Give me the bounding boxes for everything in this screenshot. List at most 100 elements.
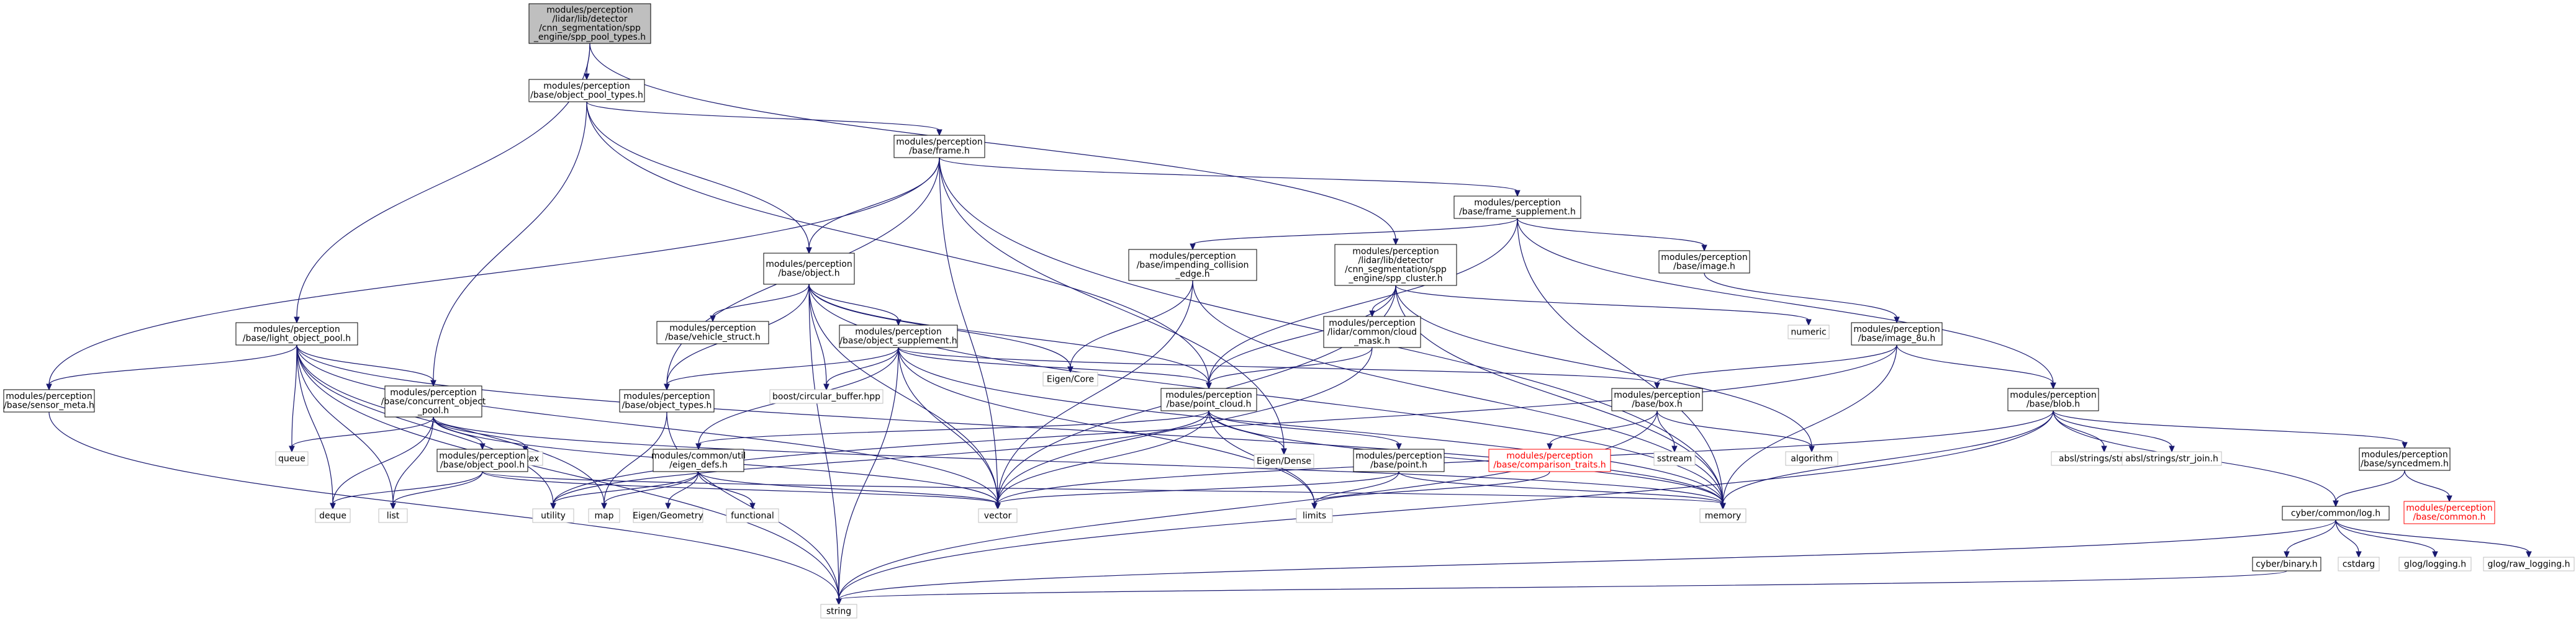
node-eigen-geometry[interactable]: Eigen/Geometry	[633, 508, 703, 523]
node-syncedmem[interactable]: modules/perception/base/syncedmem.h	[2359, 447, 2451, 471]
node-deque[interactable]: deque	[315, 508, 351, 523]
edge-arrowhead	[330, 503, 336, 510]
edge-concurrent_object_pool-to-queue	[291, 416, 434, 447]
node-root[interactable]: modules/perception/lidar/lib/detector/cn…	[528, 3, 651, 44]
node-box	[1323, 316, 1421, 348]
node-point[interactable]: modules/perception/base/point.h	[1353, 449, 1445, 472]
node-cstdarg[interactable]: cstdarg	[2338, 557, 2380, 571]
node-label-line: cyber/common/log.h	[2291, 508, 2380, 518]
node-numeric[interactable]: numeric	[1787, 325, 1830, 339]
node-box	[763, 253, 855, 285]
edge-arrowhead	[1190, 243, 1196, 251]
node-string[interactable]: string	[820, 604, 857, 619]
node-point-cloud[interactable]: modules/perception/base/point_cloud.h	[1160, 388, 1257, 411]
node-cloud-mask[interactable]: modules/perception/lidar/common/cloud_ma…	[1323, 316, 1421, 348]
node-box	[384, 385, 482, 418]
edge-point_cloud-to-utility	[553, 410, 1209, 504]
edge-arrowhead	[1396, 443, 1402, 450]
edge-arrowhead	[1281, 448, 1287, 455]
node-sensor-meta[interactable]: modules/perception/base/sensor_meta.h	[3, 389, 95, 413]
node-vehicle-struct[interactable]: modules/perception/base/vehicle_struct.h	[656, 321, 769, 344]
node-image-8u[interactable]: modules/perception/base/image_8u.h	[1851, 322, 1943, 346]
node-queue[interactable]: queue	[275, 451, 309, 466]
node-boost-circular-buffer[interactable]: boost/circular_buffer.hpp	[769, 389, 884, 404]
node-box	[839, 325, 958, 348]
edge-object_supplement-to-object_types	[666, 347, 899, 385]
edge-point-to-limits	[1314, 471, 1399, 504]
node-box	[1334, 244, 1457, 286]
node-eigen-dense[interactable]: Eigen/Dense	[1254, 454, 1314, 468]
edge-arrowhead	[1894, 316, 1900, 324]
node-label-line: /base/object_pool.h	[440, 460, 525, 470]
node-label-line: /base/frame_supplement.h	[1459, 207, 1576, 217]
node-glog-logging[interactable]: glog/logging.h	[2398, 557, 2472, 571]
node-label-line: /base/object_pool_types.h	[530, 91, 643, 101]
node-binary[interactable]: cyber/binary.h	[2252, 557, 2321, 571]
node-blob[interactable]: modules/perception/base/blob.h	[2007, 388, 2099, 411]
node-map[interactable]: map	[588, 508, 620, 523]
node-sstream[interactable]: sstream	[1653, 451, 1696, 466]
edge-object_supplement-to-string	[838, 347, 899, 600]
node-spp-cluster[interactable]: modules/perception/lidar/lib/detector/cn…	[1334, 244, 1457, 286]
node-object-supplement[interactable]: modules/perception/base/object_supplemen…	[839, 325, 958, 348]
node-common-h[interactable]: modules/perception/base/common.h	[2403, 501, 2495, 524]
edge-object_supplement-to-point_cloud	[898, 347, 1209, 384]
edge-eigen_defs-to-map	[603, 471, 699, 504]
edge-arrowhead	[995, 503, 1001, 510]
edge-eigen_defs-to-utility	[553, 471, 699, 504]
node-box	[1160, 388, 1257, 411]
node-label-line: _engine/spp_pool_types.h	[533, 32, 646, 42]
edge-spp_cluster-to-point_cloud	[1208, 285, 1396, 384]
node-label-line: /base/vehicle_struct.h	[665, 333, 761, 343]
node-label-line: modules/perception	[1165, 390, 1252, 400]
edge-image_8u-to-utility	[553, 344, 1897, 504]
node-box[interactable]: modules/perception/base/box.h	[1611, 388, 1703, 411]
node-label-line: modules/perception	[2010, 390, 2096, 400]
node-limits[interactable]: limits	[1296, 508, 1333, 523]
node-label-line: /base/sensor_meta.h	[4, 401, 94, 411]
node-list[interactable]: list	[378, 508, 408, 523]
node-object[interactable]: modules/perception/base/object.h	[763, 253, 855, 285]
node-memory[interactable]: memory	[1699, 508, 1747, 523]
node-box	[633, 508, 703, 523]
edge-arrowhead	[2432, 551, 2438, 558]
node-concurrent-object-pool[interactable]: modules/perception/base/concurrent_objec…	[381, 385, 486, 418]
node-object-pool-types[interactable]: modules/perception/base/object_pool_type…	[528, 79, 645, 102]
node-log[interactable]: cyber/common/log.h	[2282, 506, 2390, 521]
node-vector[interactable]: vector	[978, 508, 1018, 523]
node-label-line: modules/perception	[896, 137, 982, 147]
node-box	[2282, 506, 2390, 521]
node-frame-supplement[interactable]: modules/perception/base/frame_supplement…	[1453, 195, 1581, 219]
node-label-line: /base/common.h	[2413, 513, 2485, 522]
node-comparison-traits[interactable]: modules/perception/base/comparison_trait…	[1488, 449, 1611, 472]
node-frame[interactable]: modules/perception/base/frame.h	[893, 135, 985, 158]
node-object-pool[interactable]: modules/perception/base/object_pool.h	[436, 449, 528, 472]
edge-arrowhead	[936, 129, 942, 137]
node-label-line: /base/image.h	[1673, 262, 1735, 272]
node-functional[interactable]: functional	[726, 508, 779, 523]
node-box	[2398, 557, 2472, 571]
node-glog-raw-logging[interactable]: glog/raw_logging.h	[2483, 557, 2575, 571]
node-label-line: modules/perception	[1474, 198, 1560, 208]
node-box	[1611, 388, 1703, 411]
node-eigen-core[interactable]: Eigen/Core	[1042, 372, 1098, 387]
node-label-line: /lidar/lib/detector	[1358, 256, 1434, 266]
edge-concurrent_object_pool-to-memory	[433, 416, 1724, 504]
node-algorithm[interactable]: algorithm	[1785, 451, 1838, 466]
node-image[interactable]: modules/perception/base/image.h	[1658, 250, 1750, 274]
edge-point-to-vector	[997, 471, 1399, 504]
edge-arrowhead	[1805, 319, 1812, 326]
node-light-object-pool[interactable]: modules/perception/base/light_object_poo…	[235, 322, 358, 346]
node-object-types[interactable]: modules/perception/base/object_types.h	[619, 389, 715, 413]
node-eigen-defs[interactable]: modules/common/util/eigen_defs.h	[651, 449, 746, 472]
node-impending-collision-edge[interactable]: modules/perception/base/impending_collis…	[1128, 249, 1257, 281]
node-label-line: modules/perception	[2406, 503, 2492, 513]
node-str-join[interactable]: absl/strings/str_join.h	[2122, 451, 2222, 466]
node-label-line: /base/frame.h	[909, 146, 970, 156]
node-label-line: /base/impending_collision	[1137, 260, 1249, 270]
node-utility[interactable]: utility	[532, 508, 574, 523]
edge-arrowhead	[1654, 382, 1660, 390]
node-box	[978, 508, 1018, 523]
node-box	[893, 135, 985, 158]
node-box	[2483, 557, 2575, 571]
